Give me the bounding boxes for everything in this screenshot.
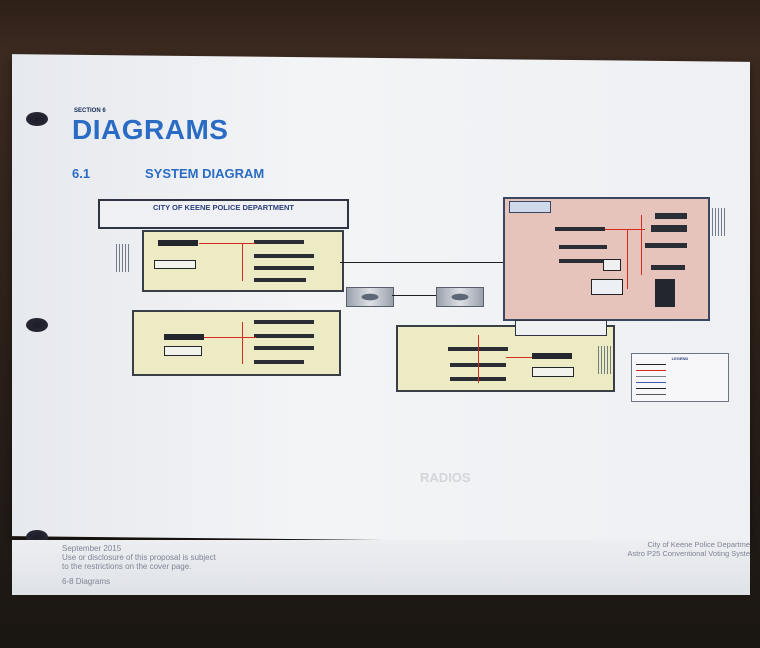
red-link [641, 215, 642, 275]
red-link [242, 243, 243, 281]
red-link [478, 335, 479, 383]
footer-right: City of Keene Police Departme Astro P25 … [627, 540, 750, 558]
red-link [506, 357, 532, 358]
box-title [509, 201, 551, 213]
device-bar [559, 245, 607, 249]
legend-swatch [636, 370, 666, 371]
red-link [204, 337, 256, 338]
radio-tower-icon [712, 208, 726, 236]
red-link [242, 322, 243, 364]
device-bar [254, 240, 304, 244]
site-box-bottom-left [132, 310, 341, 376]
device-bar [651, 265, 685, 270]
red-link [605, 229, 645, 230]
legend-swatch [636, 388, 666, 389]
subsection-title: SYSTEM DIAGRAM [145, 166, 265, 181]
device-bar [254, 278, 306, 282]
legend-swatch [636, 364, 666, 365]
device-bar [651, 225, 687, 232]
footer-page-ref: 6-8 Diagrams [62, 577, 111, 586]
legend-swatch [636, 382, 666, 383]
legend-swatch [636, 376, 666, 377]
bleed-through-text: RADIOS [420, 470, 471, 485]
footer-notice-1: Use or disclosure of this proposal is su… [62, 553, 216, 562]
section-label: SECTION 6 [74, 108, 106, 114]
subsection-number: 6.1 [72, 166, 91, 181]
microwave-dish-right [436, 287, 484, 307]
site-label-box [515, 320, 607, 336]
server-rack [655, 279, 675, 307]
device-bar [555, 227, 605, 231]
legend-swatch [636, 394, 666, 395]
device [154, 260, 196, 269]
microwave-link [392, 295, 436, 296]
device-bar [655, 213, 687, 219]
footer-date: September 2015 [62, 544, 122, 553]
binder-hole-top [26, 112, 48, 126]
device [532, 367, 574, 377]
legend-box: LEGEND [631, 353, 729, 402]
dispatch-center-box [503, 197, 710, 321]
legend-title: LEGEND [671, 356, 689, 361]
radio-tower-icon [116, 244, 130, 272]
device [532, 353, 572, 359]
red-link [199, 243, 255, 244]
site-box-bottom-right [396, 325, 615, 392]
diagram-header: CITY OF KEENE POLICE DEPARTMENT [98, 199, 349, 229]
link-line [340, 262, 508, 263]
device-bar [254, 320, 314, 324]
footer-notice-2: to the restrictions on the cover page. [62, 562, 192, 571]
radio-tower-icon [598, 346, 612, 374]
device [164, 346, 202, 356]
device-bar [559, 259, 607, 263]
device [603, 259, 621, 271]
footer-right-2: Astro P25 Conventional Voting Syste [627, 549, 750, 558]
device-bar [645, 243, 687, 248]
site-box-top-left [142, 230, 344, 292]
binder-hole-middle [26, 318, 48, 332]
device-bar [254, 360, 304, 364]
footer-left: September 2015 Use or disclosure of this… [62, 544, 216, 586]
red-link [627, 229, 628, 289]
device-bar [254, 266, 314, 270]
console-screen [591, 279, 623, 295]
page-title: DIAGRAMS [72, 114, 229, 145]
page-footer-area: September 2015 Use or disclosure of this… [12, 540, 750, 595]
microwave-dish-left [346, 287, 394, 307]
device [158, 240, 198, 246]
device-bar [254, 254, 314, 258]
footer-right-1: City of Keene Police Departme [647, 540, 750, 549]
device [164, 334, 204, 340]
diagram-header-title: CITY OF KEENE POLICE DEPARTMENT [153, 203, 294, 212]
device-bar [254, 346, 314, 350]
diagram-header-sub [100, 212, 347, 217]
device-bar [254, 334, 314, 338]
